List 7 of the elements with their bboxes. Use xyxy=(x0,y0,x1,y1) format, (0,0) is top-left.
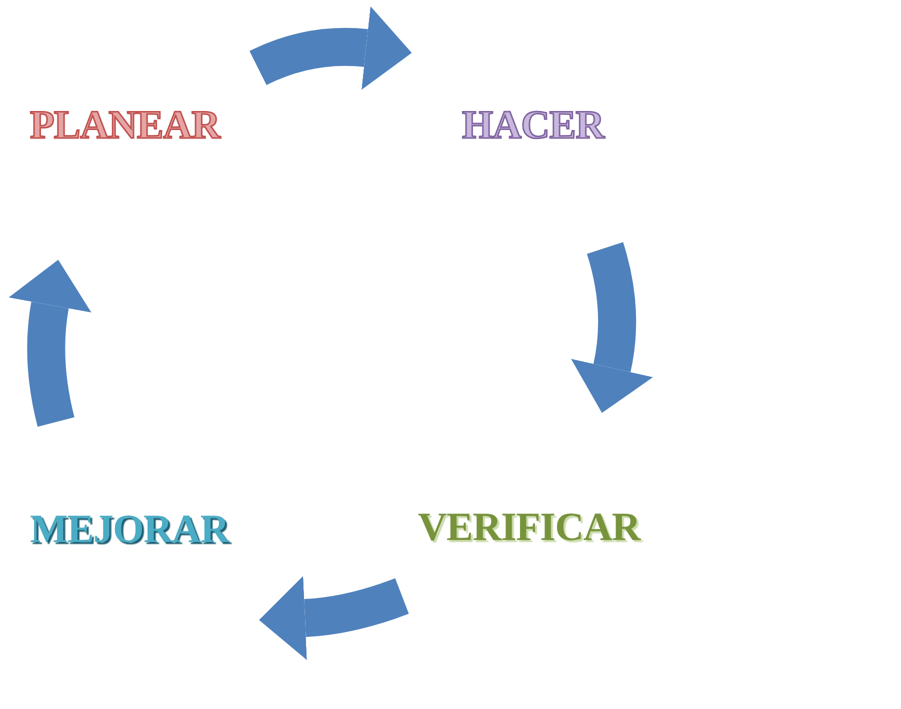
curved-block-arrow xyxy=(570,242,654,414)
curved-block-arrow xyxy=(8,260,92,426)
stage-label: HACER xyxy=(462,105,604,145)
stage-label: VERIFICAR xyxy=(418,507,640,547)
curved-block-arrow xyxy=(259,576,409,660)
stage-label: MEJORAR xyxy=(30,509,229,549)
stage-label: PLANEAR xyxy=(30,105,220,145)
